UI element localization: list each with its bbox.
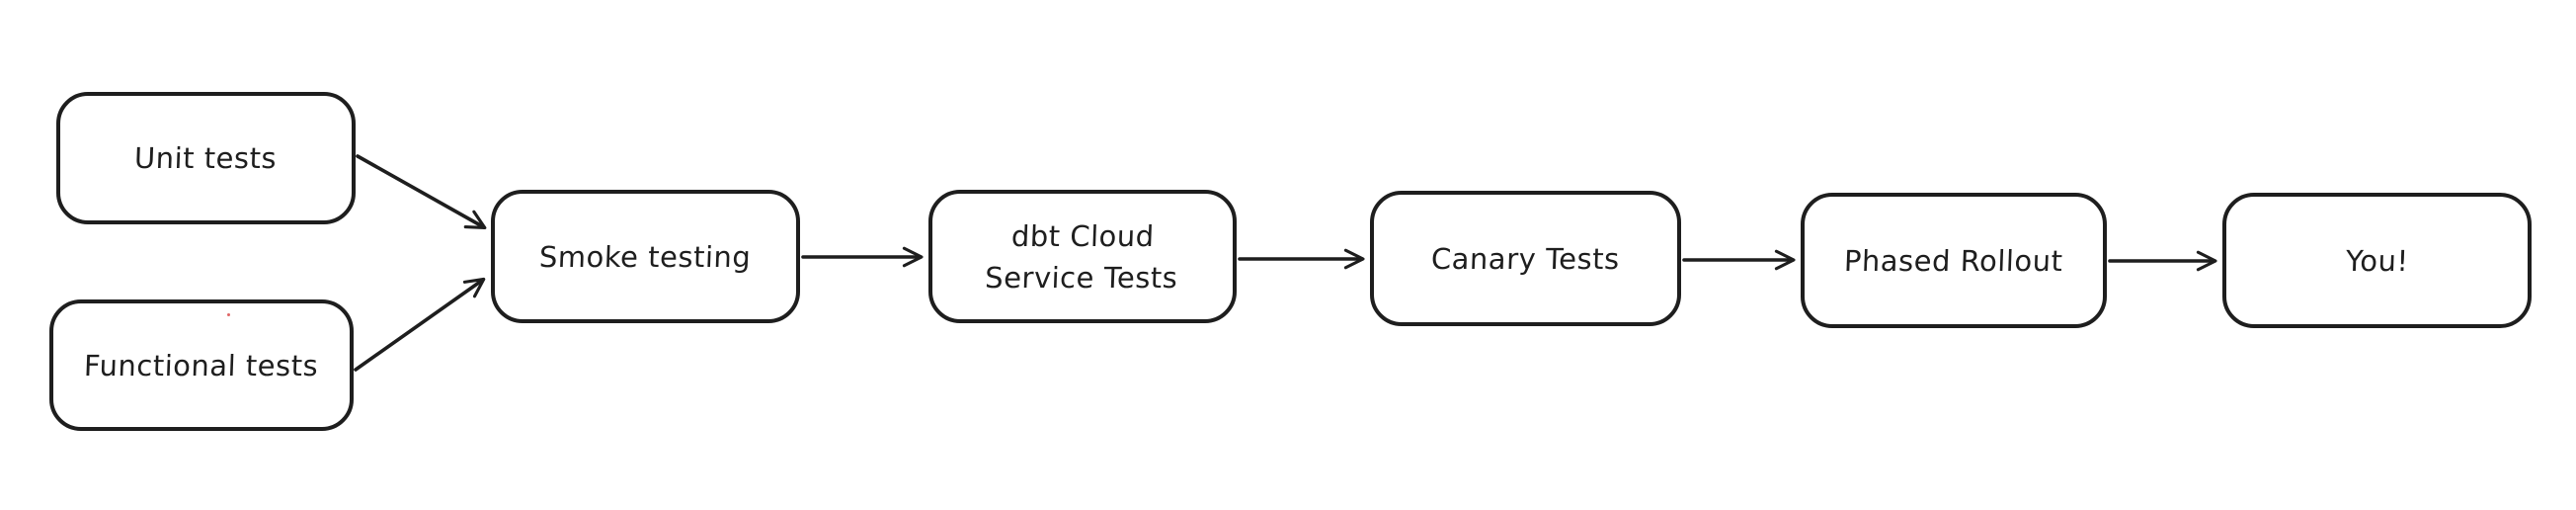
node-smoke-testing: Smoke testing xyxy=(491,190,800,323)
node-unit-tests: Unit tests xyxy=(56,92,356,224)
node-phased-rollout: Phased Rollout xyxy=(1801,193,2107,328)
node-functional-tests: Functional tests xyxy=(49,299,354,431)
node-canary-tests-label: Canary Tests xyxy=(1430,241,1621,276)
edge-functional-tests-to-smoke-testing xyxy=(354,277,486,372)
node-smoke-testing-label: Smoke testing xyxy=(538,239,753,274)
node-phased-rollout-label: Phased Rollout xyxy=(1843,243,2064,278)
node-you: You! xyxy=(2222,193,2532,328)
red-artifact-dot xyxy=(227,313,230,316)
edge-unit-tests-to-smoke-testing xyxy=(356,154,487,230)
node-dbt-cloud-service-tests: dbt Cloud Service Tests xyxy=(928,190,1237,323)
node-dbt-cloud-service-tests-label: dbt Cloud Service Tests xyxy=(985,218,1179,295)
node-functional-tests-label: Functional tests xyxy=(83,348,320,382)
node-you-label: You! xyxy=(2345,243,2409,278)
node-canary-tests: Canary Tests xyxy=(1370,191,1681,326)
node-unit-tests-label: Unit tests xyxy=(133,141,279,175)
